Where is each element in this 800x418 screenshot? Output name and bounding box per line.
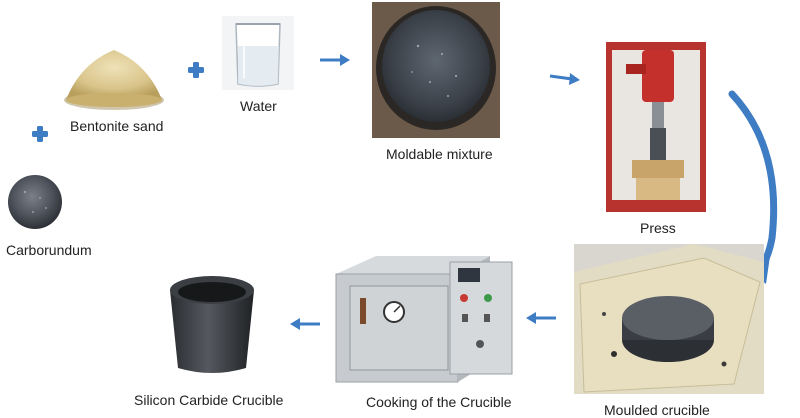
hydraulic-press-photo (606, 42, 706, 212)
crucible-photo (160, 270, 264, 380)
carborundum-powder-photo (5, 168, 65, 232)
carborundum-label: Carborundum (6, 242, 92, 258)
moldable-mixture-photo (372, 2, 500, 138)
bentonite-sand-photo (60, 40, 168, 112)
arrow-right-icon (549, 73, 580, 85)
crucible-label: Silicon Carbide Crucible (134, 392, 284, 408)
arrow-left-icon (526, 312, 556, 324)
water-label: Water (240, 98, 277, 114)
furnace-photo (330, 254, 516, 386)
moulded-crucible-photo (574, 244, 764, 394)
arrow-left-icon (290, 318, 320, 330)
moldable-mixture-label: Moldable mixture (386, 146, 493, 162)
water-beaker-photo (222, 16, 294, 90)
plus-icon (32, 126, 48, 142)
plus-icon (188, 62, 204, 78)
press-label: Press (640, 220, 676, 236)
cooking-label: Cooking of the Crucible (366, 394, 512, 410)
moulded-crucible-label: Moulded crucible (604, 402, 710, 418)
bentonite-sand-label: Bentonite sand (70, 118, 164, 134)
arrow-right-icon (320, 54, 350, 66)
